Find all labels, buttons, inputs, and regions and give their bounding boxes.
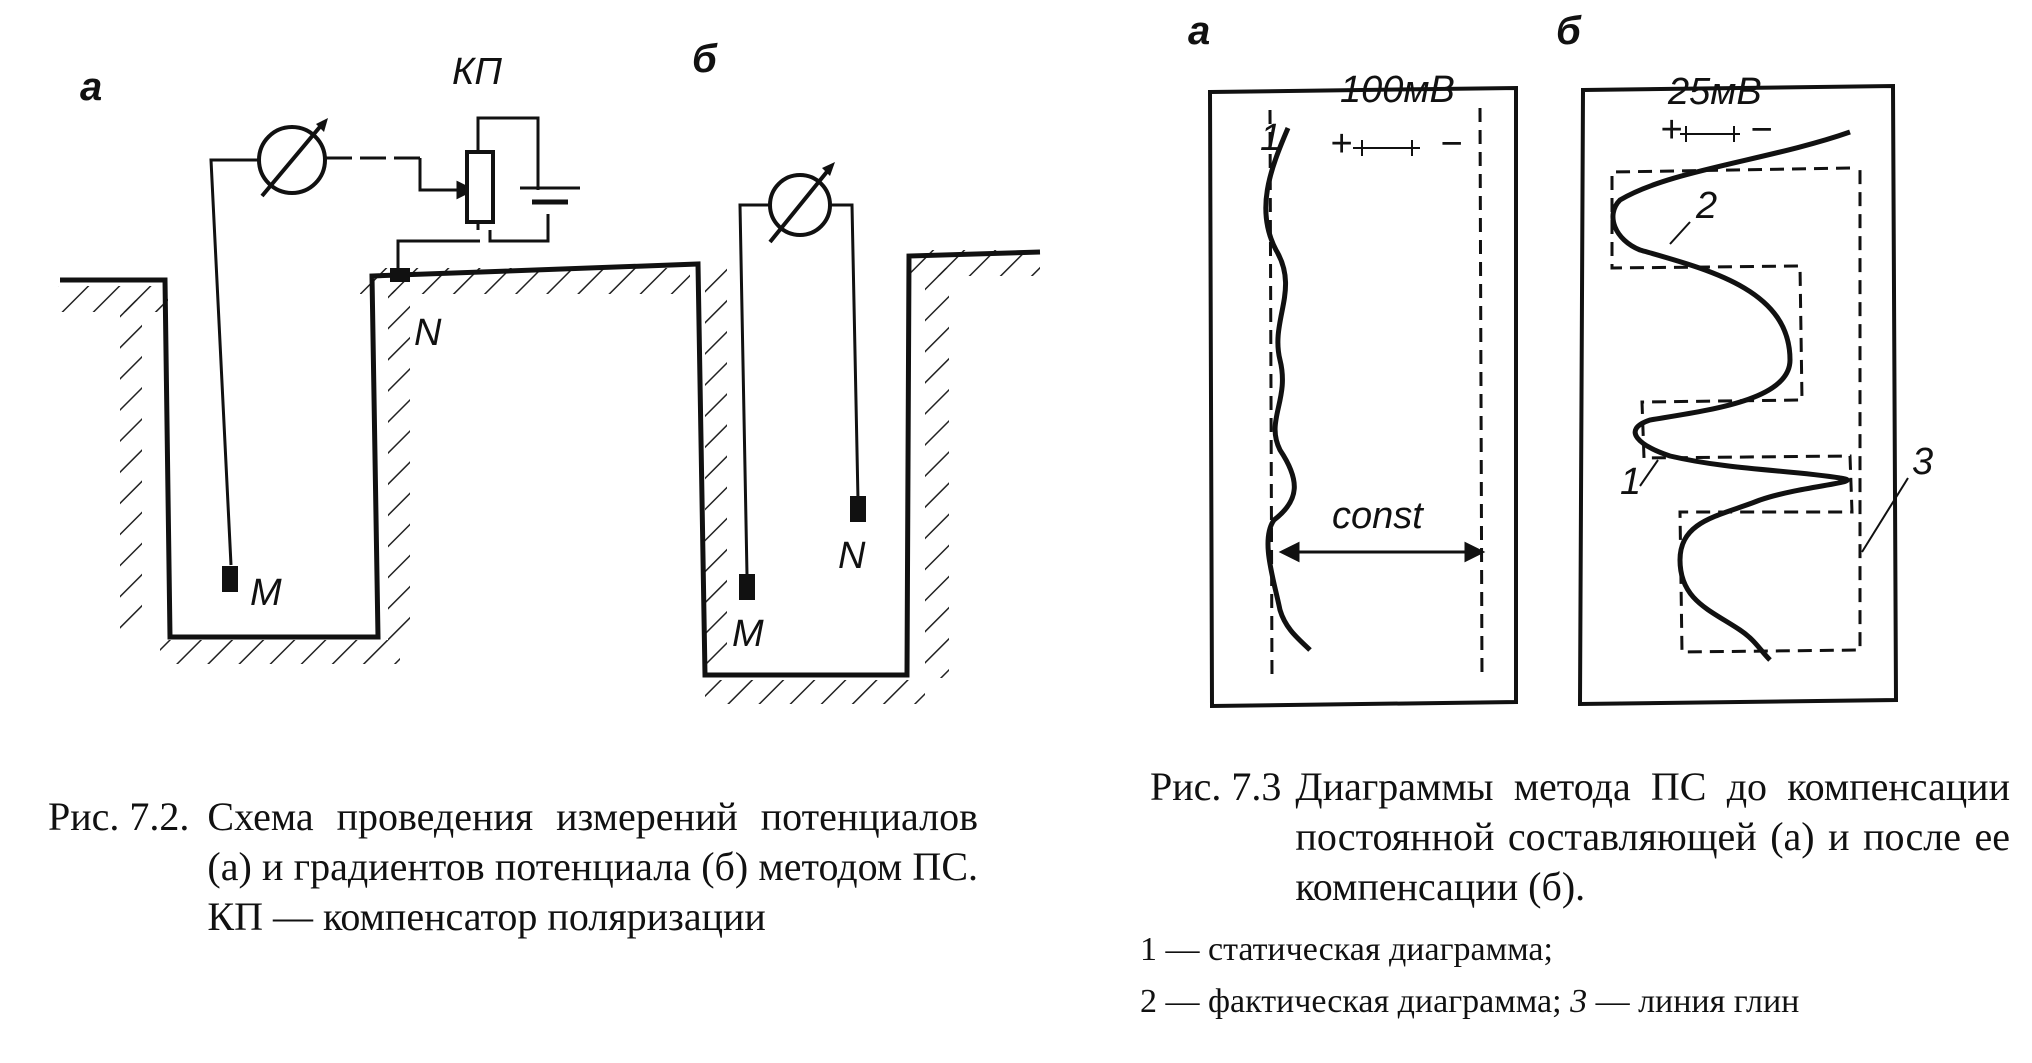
scale-plus-b: + <box>1660 109 1682 151</box>
legend-figure-7-3: 1 — статическая диаграмма; 2 — фактическ… <box>1140 924 2000 1028</box>
electrode-m-label-b: M <box>732 613 764 655</box>
caption-figure-7-2: Рис. 7.2. Схема проведения измерений пот… <box>48 792 978 942</box>
ground-hatching <box>58 250 1040 704</box>
curve-2-label: 2 <box>1695 185 1717 227</box>
voltmeter-b <box>768 162 835 244</box>
circuit-b <box>738 203 860 576</box>
legend-item-2-suffix: — линия глин <box>1587 983 1800 1020</box>
electrode-n-a <box>390 268 410 282</box>
caption-text-7-2: Схема проведения измерений потенциалов (… <box>207 794 978 939</box>
panel-b-label: б <box>692 37 718 81</box>
borehole-outlines <box>60 249 1041 678</box>
legend-item-2-prefix: 2 — фактическая диаграмма; <box>1140 983 1571 1020</box>
legend-item-1: 1 — статическая диаграмма; <box>1140 931 1553 968</box>
label-leaders-b <box>1639 221 1909 553</box>
scale-minus-a: − <box>1440 123 1462 165</box>
legend-item-2-number: 3 <box>1570 983 1588 1020</box>
caption-figure-7-3: Рис. 7.3 Диаграммы метода ПС до компенса… <box>1150 762 2010 912</box>
borehole-a-outline <box>60 249 1041 678</box>
caption-number-7-2: Рис. 7.2. <box>48 794 190 839</box>
panel-a-label-7-3: а <box>1188 9 1210 53</box>
figure-7-2-schematic: а б КП N M <box>58 37 1041 704</box>
electrode-m-label-a: M <box>250 572 282 614</box>
electrode-n-label-b: N <box>838 535 866 577</box>
scale-bar-a <box>1353 140 1420 156</box>
clay-line-b <box>1610 166 1862 654</box>
const-arrow <box>1278 541 1486 563</box>
scale-label-b: 25мВ <box>1667 71 1762 113</box>
scale-bar-b <box>1680 126 1740 142</box>
caption-text-7-3: Диаграммы метода ПС до компенсации посто… <box>1295 764 2010 909</box>
scale-minus-b: − <box>1750 109 1772 151</box>
curve-1-label-a: 1 <box>1260 117 1281 159</box>
compensator-resistor <box>465 150 495 224</box>
panel-b-label-7-3: б <box>1556 9 1582 53</box>
chart-frame-b <box>1577 83 1899 707</box>
scale-plus-a: + <box>1330 123 1352 165</box>
legend-item-2: 2 — фактическая диаграмма; 3 — линия гли… <box>1140 976 2000 1028</box>
chart-frame-a <box>1207 85 1518 709</box>
electrode-n-label-a: N <box>414 312 442 354</box>
figure-7-3-diagrams: а б 100мВ + − 1 const 25мВ + − 2 1 3 <box>1188 9 1933 709</box>
curve-3-label: 3 <box>1912 441 1933 483</box>
electrode-n-b <box>850 496 866 522</box>
voltmeter-a <box>257 118 328 198</box>
panel-a-label: а <box>80 65 102 109</box>
electrode-m-a <box>222 566 238 592</box>
static-curve-a <box>1263 127 1312 652</box>
electrode-m-b <box>739 574 755 600</box>
curve-1-label-b: 1 <box>1620 461 1641 503</box>
scale-label-a: 100мВ <box>1340 69 1455 111</box>
dashed-lines-a <box>1268 107 1484 681</box>
kp-label: КП <box>452 51 502 93</box>
actual-curve-b <box>1610 129 1851 662</box>
const-label: const <box>1332 495 1424 537</box>
caption-number-7-3: Рис. 7.3 <box>1150 764 1282 809</box>
